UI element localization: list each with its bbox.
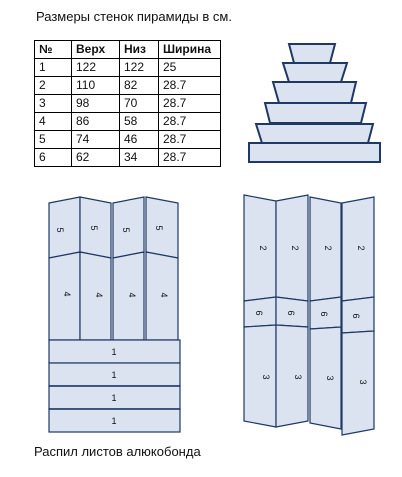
- label-6: 6: [351, 313, 361, 318]
- panel-1: [48, 339, 181, 364]
- panel-1: [48, 408, 181, 433]
- label-1: 1: [111, 347, 116, 357]
- cell-top: 122: [71, 58, 120, 77]
- label-2: 2: [290, 245, 300, 250]
- pyramid-tier-4: [271, 81, 358, 104]
- cell-bottom: 70: [119, 94, 159, 113]
- cell-bottom: 46: [119, 130, 159, 149]
- panel-3: [275, 324, 309, 428]
- label-4: 4: [159, 292, 169, 297]
- cell-top: 74: [71, 130, 120, 149]
- panel-5: [79, 196, 112, 259]
- label-2: 2: [323, 245, 333, 250]
- label-4: 4: [94, 292, 104, 297]
- table-row: 3 98 70 28.7: [34, 94, 221, 113]
- table-row: 1 122 122 25: [34, 58, 221, 77]
- cell-bottom: 34: [119, 148, 159, 167]
- panel-4: [112, 251, 145, 341]
- cell-width: 28.7: [158, 112, 221, 131]
- label-6: 6: [286, 310, 296, 315]
- label-1: 1: [111, 416, 116, 426]
- col-header-width: Ширина: [158, 40, 221, 59]
- cell-number: 5: [34, 130, 72, 149]
- label-4: 4: [62, 291, 72, 296]
- table-row: 6 62 34 28.7: [34, 148, 221, 167]
- panel-3: [309, 326, 342, 430]
- col-header-top: Верх: [71, 40, 120, 59]
- panel-6: [341, 296, 375, 334]
- cell-number: 6: [34, 148, 72, 167]
- panel-1: [48, 385, 181, 410]
- panel-6: [243, 296, 277, 328]
- table-row: 5 74 46 28.7: [34, 130, 221, 149]
- label-2: 2: [356, 245, 366, 250]
- cell-bottom: 122: [119, 58, 159, 77]
- cell-top: 86: [71, 112, 120, 131]
- table-row: 4 86 58 28.7: [34, 112, 221, 131]
- label-5: 5: [154, 225, 164, 230]
- label-3: 3: [293, 374, 303, 379]
- panel-4: [145, 251, 179, 341]
- cell-width: 28.7: [158, 94, 221, 113]
- cell-number: 4: [34, 112, 72, 131]
- cell-top: 62: [71, 148, 120, 167]
- col-header-number: №: [34, 40, 72, 59]
- page-title: Размеры стенок пирамиды в см.: [36, 9, 232, 24]
- cell-number: 2: [34, 76, 72, 95]
- panel-2: [243, 194, 277, 302]
- panel-5: [48, 196, 81, 259]
- cell-width: 28.7: [158, 130, 221, 149]
- label-1: 1: [111, 393, 116, 403]
- panel-1: [48, 362, 181, 387]
- caption: Распил листов алюкобонда: [34, 444, 201, 459]
- label-5: 5: [89, 225, 99, 230]
- cell-top: 98: [71, 94, 120, 113]
- panel-2: [341, 196, 375, 302]
- table-header-row: № Верх Низ Ширина: [34, 40, 221, 59]
- label-2: 2: [258, 245, 268, 250]
- panel-3: [243, 324, 277, 428]
- label-3: 3: [325, 375, 335, 380]
- panel-3: [341, 330, 375, 436]
- cell-bottom: 58: [119, 112, 159, 131]
- label-1: 1: [111, 370, 116, 380]
- label-6: 6: [319, 311, 329, 316]
- cell-number: 1: [34, 58, 72, 77]
- panel-6: [275, 296, 309, 328]
- dimensions-table: № Верх Низ Ширина 1 122 122 25 2 110 82 …: [34, 40, 221, 167]
- panel-2: [275, 194, 309, 302]
- pyramid-tier-3: [263, 102, 368, 124]
- label-3: 3: [261, 374, 271, 379]
- table-row: 2 110 82 28.7: [34, 76, 221, 95]
- cell-width: 28.7: [158, 148, 221, 167]
- panel-4: [48, 251, 81, 341]
- panel-6: [309, 296, 342, 330]
- panel-4: [79, 251, 112, 341]
- pyramid-tier-1: [248, 142, 381, 163]
- cell-width: 28.7: [158, 76, 221, 95]
- label-5: 5: [121, 227, 131, 232]
- cell-bottom: 82: [119, 76, 159, 95]
- cell-width: 25: [158, 58, 221, 77]
- panel-5: [112, 196, 145, 259]
- label-3: 3: [358, 379, 368, 384]
- panel-2: [309, 196, 342, 302]
- label-4: 4: [127, 292, 137, 297]
- label-5: 5: [55, 227, 65, 232]
- pyramid-tier-5: [281, 62, 349, 83]
- pyramid-tier-6: [287, 43, 337, 64]
- cell-top: 110: [71, 76, 120, 95]
- panel-5: [145, 196, 179, 259]
- col-header-bottom: Низ: [119, 40, 159, 59]
- label-6: 6: [254, 310, 264, 315]
- cell-number: 3: [34, 94, 72, 113]
- pyramid-tier-2: [254, 123, 375, 144]
